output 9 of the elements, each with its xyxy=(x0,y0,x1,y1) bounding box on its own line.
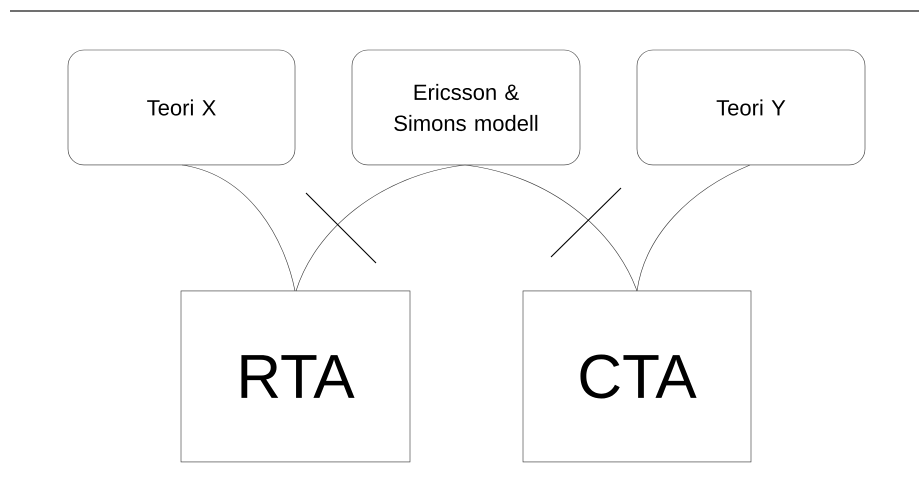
process-bubble: Teori X xyxy=(68,50,296,166)
connector xyxy=(182,164,296,292)
process-box: CTA xyxy=(522,290,752,462)
process-bubble: Ericsson & Simons modell xyxy=(352,50,580,166)
process-bubble: Teori Y xyxy=(636,50,866,166)
connector xyxy=(464,164,638,292)
process-box: RTA xyxy=(180,290,410,462)
connector xyxy=(296,164,466,292)
connector xyxy=(636,164,750,292)
